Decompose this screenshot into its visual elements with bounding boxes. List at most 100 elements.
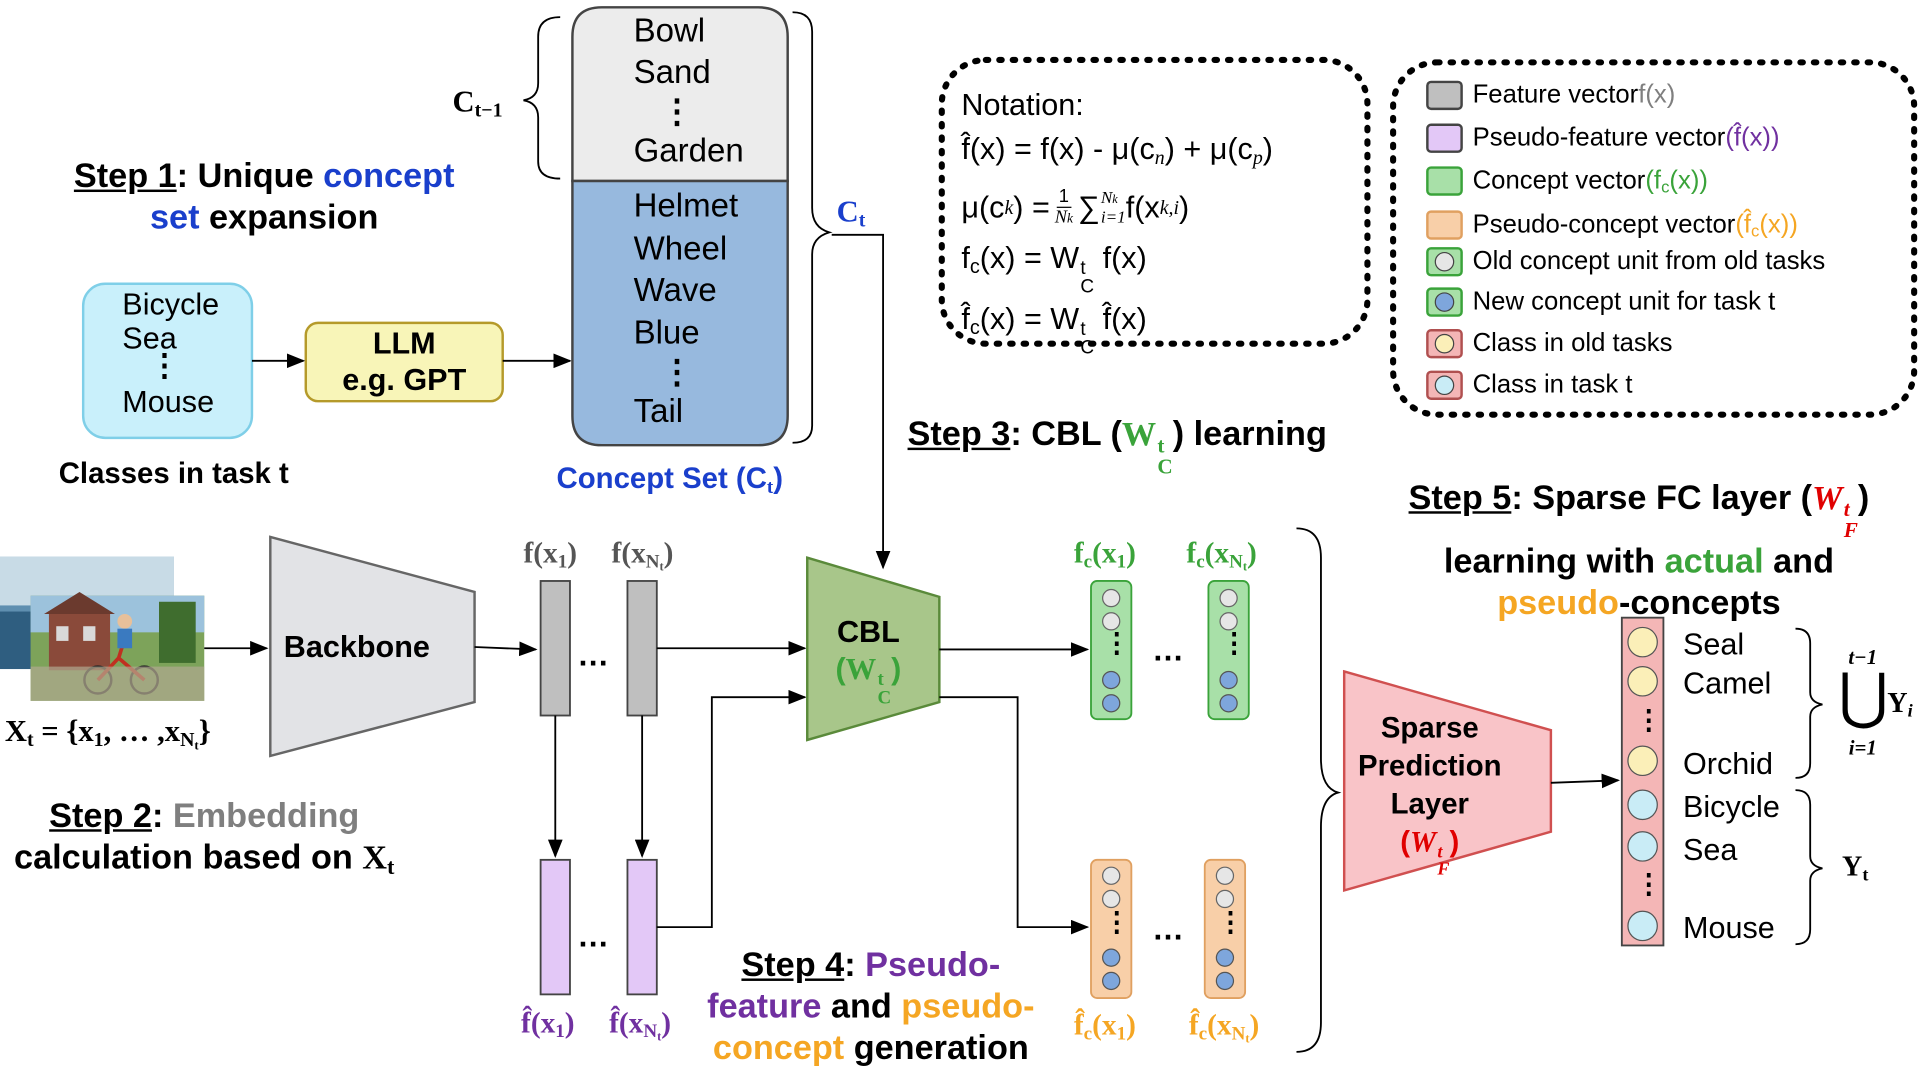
brace-c-prev [523, 16, 561, 180]
new-class-mouse: Mouse [1682, 911, 1775, 946]
old-class-orchid: Orchid [1682, 747, 1774, 782]
class-output-vector [1620, 616, 1665, 947]
arrow-sparse-to-classes [1550, 773, 1620, 789]
concept-item: Bowl [633, 12, 706, 49]
step4-title: Step 4: Pseudo- feature and pseudo- conc… [707, 945, 1035, 1067]
llm-box [304, 321, 504, 403]
arrow-concepts-to-cbl [831, 233, 891, 570]
new-class-sea: Sea [1682, 832, 1738, 868]
pseudo-concept-vdots-1: ⋮ [1103, 906, 1131, 937]
concept-ellipsis: … [1152, 631, 1184, 668]
concept-set-new-list: Helmet Wheel Wave Blue ⋮ Tail [634, 185, 739, 433]
classes-caption: Classes in task t [58, 457, 289, 491]
concept-set-caption: Concept Set (Ct) [556, 462, 784, 498]
pseudo-feature-ellipsis: … [577, 917, 610, 955]
legend-old-class: Class in old tasks [1426, 327, 1672, 361]
task-classes-list: Bicycle Sea ⋮ Mouse [122, 286, 257, 421]
step2-title: Step 2: Embedding calculation based on X… [14, 796, 395, 879]
union-symbol: ⋃ [1838, 661, 1889, 731]
feature-label-n: f(xNt) [611, 538, 674, 575]
concept-item: Wave [633, 271, 717, 309]
input-images [0, 556, 205, 701]
old-class-seal: Seal [1682, 627, 1745, 662]
pseudo-concept-ellipsis: … [1152, 909, 1184, 947]
concept-label-1: fc(x1) [1073, 538, 1136, 573]
feature-vector-n [626, 580, 658, 717]
brace-concepts [1296, 527, 1342, 1053]
concept-item: Garden [633, 132, 744, 169]
input-set-equation: Xt = {x1, … ,xNt} [4, 715, 211, 754]
concept-item: Sand [633, 53, 711, 91]
concept-set-old-list: Bowl Sand ⋮ Garden [634, 10, 744, 171]
class-vdots-old: ⋮ [1635, 704, 1663, 736]
arrow-pseudo-features-to-cbl [656, 689, 807, 929]
c-prev-label: Ct−1 [452, 85, 503, 122]
legend-pseudo-concept-vector: Pseudo-concept vector (f̂c(x)) [1426, 208, 1798, 242]
class-vdots-new: ⋮ [1635, 868, 1663, 899]
legend-feature-vector: Feature vector f(x) [1426, 78, 1675, 112]
concept-item: ⋮ [660, 353, 694, 391]
pseudo-concept-vdots-n: ⋮ [1216, 906, 1244, 937]
new-class-bicycle: Bicycle [1682, 790, 1780, 825]
notation-box [938, 56, 1371, 347]
concept-label-n: fc(xNt) [1186, 538, 1257, 575]
arrow-cbl-to-pseudo-concepts [939, 696, 1090, 935]
pseudo-feature-label-n: f̂(xNt) [609, 1007, 672, 1044]
concept-vector-1 [1090, 580, 1133, 721]
task-class: Mouse [122, 385, 215, 420]
pseudo-concept-label-1: f̂c(x1) [1073, 1010, 1136, 1045]
backbone-shape [269, 535, 476, 758]
notation-content: Notation: f̂(x) = f(x) - μ(cn) + μ(cp) μ… [961, 83, 1273, 358]
brace-c-cur [792, 11, 833, 444]
concept-set-old-region [571, 6, 789, 183]
feature-vector-1 [539, 580, 571, 717]
union-bottom: i=1 [1848, 736, 1877, 760]
c-cur-label: Ct [836, 195, 866, 232]
pseudo-feature-vector-n [626, 858, 658, 996]
concept-vdots-n: ⋮ [1220, 627, 1248, 659]
task-class: ⋮ [149, 348, 180, 383]
legend-new-class: Class in task t [1426, 368, 1632, 402]
brace-new-classes [1795, 789, 1823, 946]
concept-item: Blue [633, 313, 700, 351]
backbone-label: Backbone [283, 629, 430, 665]
legend-new-concept-unit: New concept unit for task t [1426, 285, 1775, 319]
concept-vector-n [1207, 580, 1250, 721]
pseudo-concept-vector-1 [1090, 858, 1133, 999]
pseudo-feature-label-1: f̂(x1) [521, 1007, 575, 1042]
legend-box [1390, 59, 1918, 418]
pseudo-feature-vector-1 [539, 858, 571, 996]
task-class: Bicycle [122, 287, 220, 322]
concept-item: ⋮ [660, 92, 694, 130]
cbl-shape [806, 556, 941, 742]
pseudo-concept-label-n: f̂c(xNt) [1188, 1010, 1260, 1047]
legend-pseudo-feature-vector: Pseudo-feature vector (f̂(x)) [1426, 121, 1780, 155]
notation-title: Notation: [961, 88, 1084, 123]
step1-title: Step 1: Unique concept set expansion [73, 156, 455, 237]
brace-old-classes [1795, 627, 1823, 779]
concept-item: Tail [633, 392, 684, 430]
llm-label: LLM e.g. GPT [342, 326, 467, 398]
current-y-label: Yt [1841, 851, 1869, 886]
concept-vdots-1: ⋮ [1103, 627, 1131, 659]
sparse-layer-shape [1342, 669, 1553, 893]
concept-item: Wheel [633, 229, 728, 267]
feature-label-1: f(x1) [523, 538, 578, 573]
pseudo-concept-vector-n [1203, 858, 1247, 999]
concept-set-new-region [571, 179, 789, 447]
arrow-backbone-to-features [474, 641, 538, 657]
union-top: t−1 [1848, 645, 1878, 670]
task-class: Sea [122, 321, 177, 356]
legend-concept-vector: Concept vector (fc(x)) [1426, 164, 1708, 198]
old-class-camel: Camel [1682, 666, 1772, 701]
notation-eq1: f̂(x) = f(x) - μ(cn) + μ(cp) [961, 132, 1273, 169]
